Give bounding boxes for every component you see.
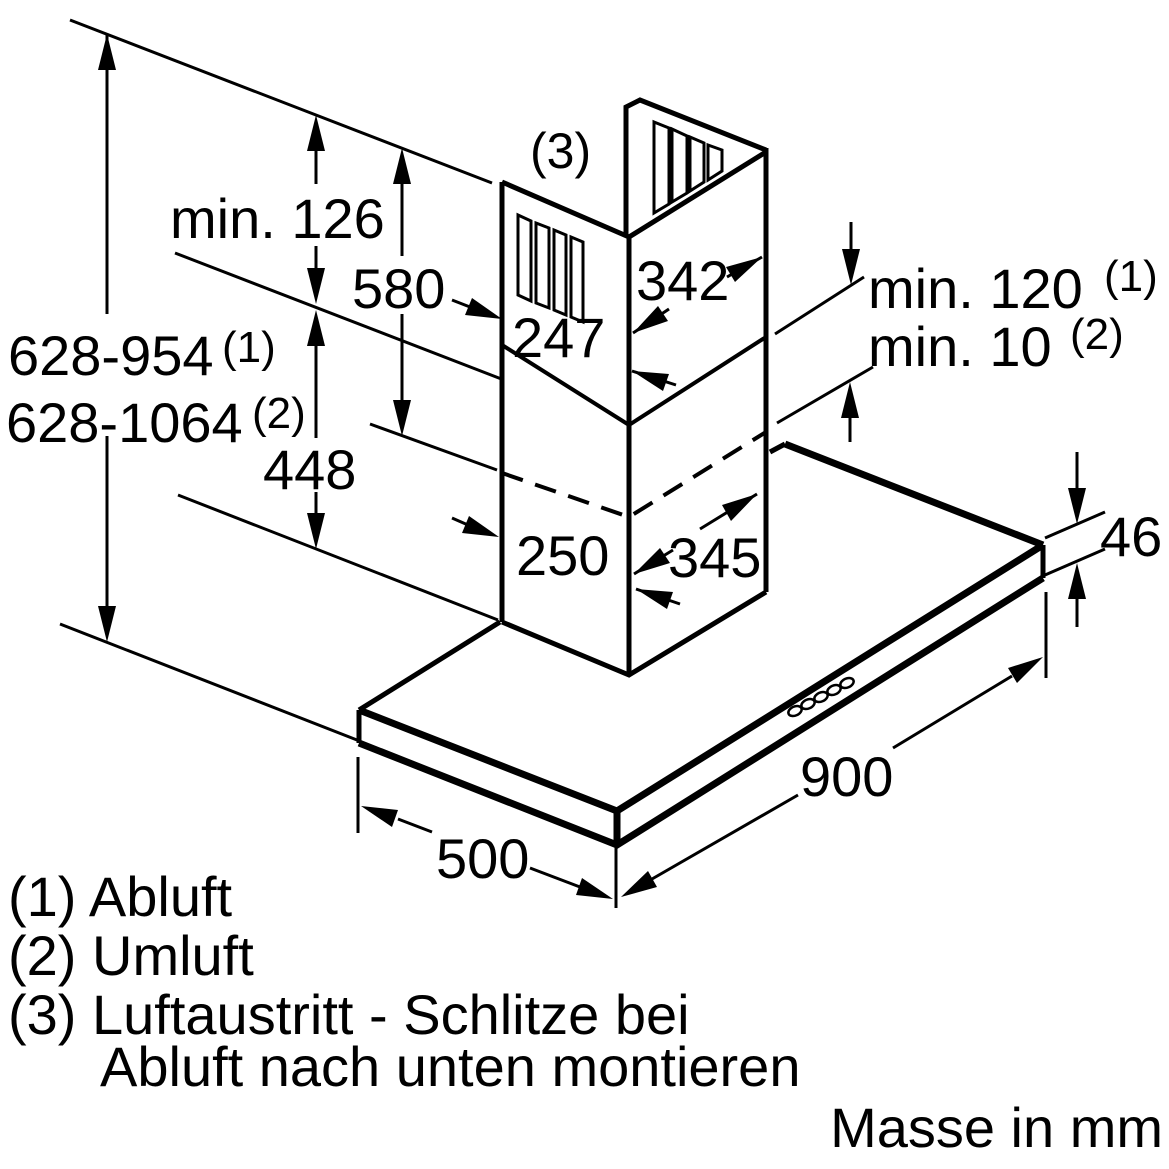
legend-air-outlet-line1: (3) Luftaustritt - Schlitze bei: [8, 983, 690, 1046]
min-ceiling-gap-dimension: min. 126: [170, 115, 385, 304]
chimney-bottom-edges: [501, 589, 768, 678]
arrowhead-up: [393, 148, 411, 184]
ceiling-reference-line: [69, 18, 493, 185]
arrowhead-right: [465, 298, 502, 319]
vent-slot: [706, 142, 724, 183]
min-chimney-top-reference-line: [174, 251, 505, 382]
chimney-right-top-rim: [627, 149, 768, 240]
vent-panel-outline: [623, 97, 767, 236]
min-overlap-recirc-label: min. 10: [868, 315, 1052, 378]
vent-slot: [552, 227, 568, 318]
arrowhead-down: [842, 249, 860, 285]
arrowhead-down: [307, 513, 325, 549]
min-overlap-recirc-ref: (2): [1070, 310, 1124, 359]
reference-lines: [59, 18, 874, 742]
total-height-recirc-ref: (2): [252, 389, 306, 438]
legend-recirculation: (2) Umluft: [8, 924, 254, 987]
arrowhead-left: [621, 871, 657, 897]
vent-slot: [670, 126, 689, 205]
dim46-bottom-tick: [1044, 547, 1106, 577]
flue-clearance-dimension: min. 120 (1) min. 10 (2): [841, 222, 1158, 442]
arrowhead-down: [1068, 488, 1086, 524]
body-width-label: 900: [800, 745, 893, 808]
arrowhead-right: [462, 516, 499, 537]
arrowhead-right: [1008, 657, 1043, 683]
hood-top-back-left-edge: [357, 619, 502, 713]
chimney-top-depth-label: 247: [512, 306, 605, 369]
arrowhead-up: [841, 382, 859, 418]
vent-slot: [688, 134, 706, 194]
vent-slot: [516, 212, 533, 304]
hood-top-reference-line: [177, 493, 499, 622]
body-height-label: 46: [1100, 505, 1162, 568]
body-height-dimension: 46: [1044, 452, 1162, 627]
min-ceiling-gap-label: min. 126: [170, 187, 385, 250]
legend: (1) Abluft (2) Umluft (3) Luftaustritt -…: [8, 865, 800, 1098]
arrowhead-up: [98, 34, 116, 70]
dim250-left-arrow-line: [451, 516, 469, 527]
arrowhead-right: [576, 878, 613, 899]
inner-flue-level-line: [776, 365, 874, 425]
arrowhead-up: [307, 310, 325, 346]
total-height-dimension: 628-954 (1) 628-1064 (2): [6, 34, 306, 642]
chimney-bottom-depth-label: 250: [516, 524, 609, 587]
hood-bottom-edges: [357, 575, 1045, 849]
body-depth-label: 500: [436, 827, 529, 890]
arrowhead-down: [307, 268, 325, 304]
dim46-top-tick: [1044, 510, 1106, 540]
flue-joint-level-line: [774, 275, 865, 336]
arrowhead-down: [98, 606, 116, 642]
dim500-line-left: [397, 817, 433, 834]
hood-bottom-reference-line: [59, 622, 358, 742]
hood-body: [356, 440, 1046, 849]
dim900-line-left: [651, 793, 799, 881]
total-height-exhaust-label: 628-954: [8, 324, 214, 387]
air-outlet-ref-label: (3): [530, 123, 591, 179]
vent-slot: [569, 234, 585, 325]
hood-top-back-right-edge: [783, 440, 1045, 549]
chimney-height-label: 580: [352, 257, 445, 320]
lower-section-dimension: 448: [263, 310, 356, 549]
arrowhead-left: [636, 589, 673, 609]
chimney-height-dimension: 580: [352, 148, 502, 436]
arrowhead-left: [361, 806, 398, 827]
chimney-inner-bottom-reference-line: [369, 422, 498, 472]
chimney-hidden-inner-edge: [501, 430, 768, 520]
chimney-left-top-rim: [501, 179, 630, 240]
chimney: (3) 247 342 250 345: [451, 97, 769, 678]
chimney-bottom-width-label: 345: [668, 526, 761, 589]
arrowhead-right: [726, 257, 762, 282]
chimney-top-width-label: 342: [636, 249, 729, 312]
legend-air-outlet-line2: Abluft nach unten montieren: [100, 1035, 800, 1098]
control-button: [839, 676, 855, 690]
vent-slot: [534, 220, 551, 311]
arrowhead-right: [722, 494, 757, 521]
body-depth-dimension: 500: [356, 757, 618, 908]
arrowhead-left: [632, 371, 669, 391]
arrowhead-left: [633, 306, 668, 333]
arrowhead-down: [393, 400, 411, 436]
lower-section-label: 448: [263, 438, 356, 501]
hood-back-corner-edge: [768, 441, 787, 455]
total-height-recirc-label: 628-1064: [6, 391, 243, 454]
control-buttons: [787, 676, 855, 718]
arrowhead-left: [634, 548, 670, 574]
min-overlap-exhaust-label: min. 120: [868, 257, 1083, 320]
min-overlap-exhaust-ref: (1): [1104, 252, 1158, 301]
body-width-dimension: 900: [621, 592, 1048, 897]
dim500-line-right: [529, 866, 581, 889]
dim580-pointer-line: [451, 298, 471, 309]
dim900-line-right: [892, 674, 1013, 750]
vent-slot: [652, 119, 671, 216]
arrowhead-up: [307, 115, 325, 151]
legend-exhaust: (1) Abluft: [8, 865, 233, 928]
total-height-exhaust-ref: (1): [222, 323, 276, 372]
units-note: Masse in mm: [830, 1096, 1163, 1159]
arrowhead-up: [1068, 563, 1086, 599]
chimney-section-joint-line: [500, 335, 768, 428]
